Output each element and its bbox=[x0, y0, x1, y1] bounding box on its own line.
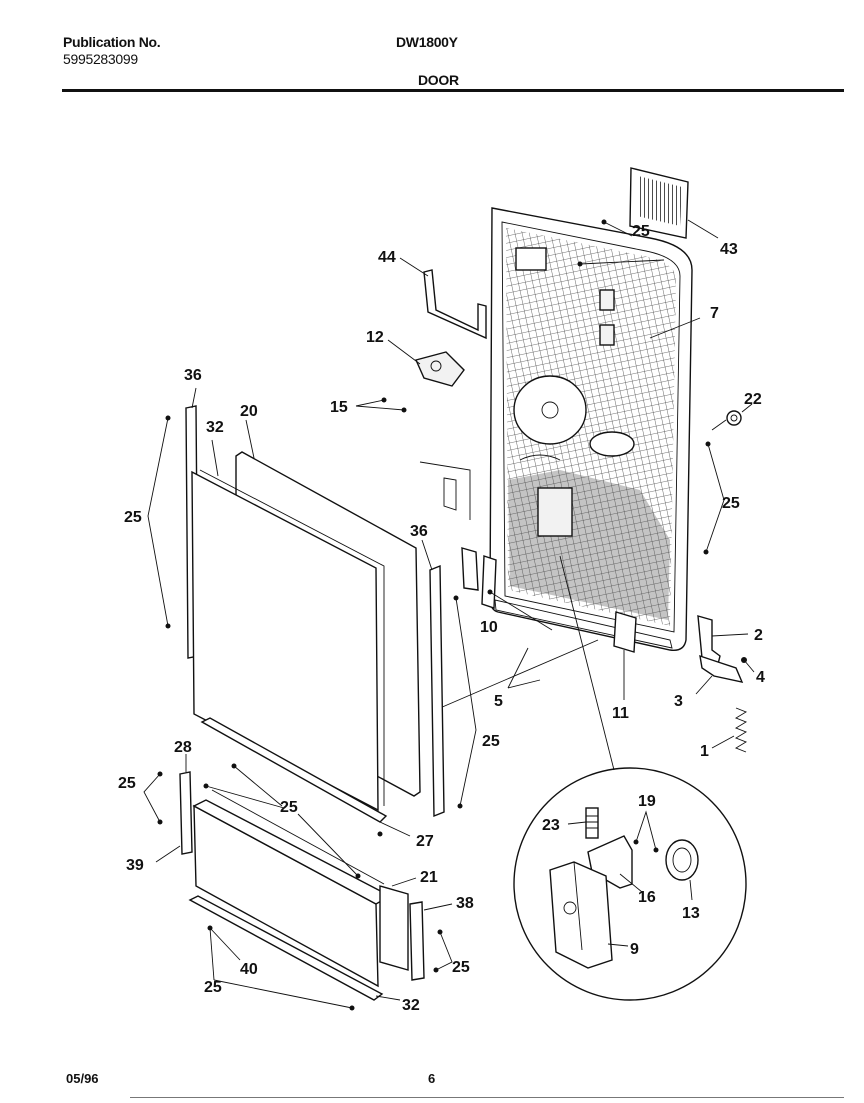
callout-25-mid: 25 bbox=[482, 733, 500, 750]
footer-date: 05/96 bbox=[66, 1071, 99, 1086]
callout-25-right: 25 bbox=[722, 495, 740, 512]
callout-19: 19 bbox=[638, 793, 656, 810]
callout-32-bottom: 32 bbox=[402, 997, 420, 1014]
part-25-left-screws bbox=[147, 415, 171, 629]
leader-12 bbox=[387, 339, 421, 365]
part-11-bracket bbox=[613, 611, 637, 700]
leader-20 bbox=[245, 419, 255, 459]
callout-25-br: 25 bbox=[452, 959, 470, 976]
part-13-ring bbox=[665, 839, 699, 901]
callout-12: 12 bbox=[366, 329, 384, 346]
part-2-hinge bbox=[697, 615, 749, 665]
callout-27: 27 bbox=[416, 833, 434, 850]
callout-13: 13 bbox=[682, 905, 700, 922]
part-23-pin bbox=[567, 807, 599, 839]
callout-36-mid: 36 bbox=[410, 523, 428, 540]
callout-40: 40 bbox=[240, 961, 258, 978]
part-36-mid-trim bbox=[429, 564, 445, 818]
callout-7: 7 bbox=[710, 305, 719, 322]
callout-44: 44 bbox=[378, 249, 396, 266]
part-4-screw bbox=[741, 657, 755, 673]
callout-25-center: 25 bbox=[280, 799, 298, 816]
part-25-right-screws bbox=[703, 441, 725, 555]
callout-9: 9 bbox=[630, 941, 639, 958]
callout-4: 4 bbox=[756, 669, 765, 686]
part-27-rail bbox=[200, 717, 411, 837]
callout-10: 10 bbox=[480, 619, 498, 636]
part-3-hinge-arm bbox=[695, 654, 744, 695]
callout-39: 39 bbox=[126, 857, 144, 874]
part-12-latch bbox=[415, 351, 465, 387]
inner-door-panel bbox=[489, 207, 693, 651]
publication-number: 5995283099 bbox=[63, 51, 138, 67]
publication-label: Publication No. bbox=[63, 34, 161, 50]
leader-32-top bbox=[211, 439, 219, 477]
part-21-panel-end bbox=[379, 885, 409, 971]
callout-25-left: 25 bbox=[124, 509, 142, 526]
callout-22: 22 bbox=[744, 391, 762, 408]
part-44-channel bbox=[423, 269, 487, 340]
part-1-spring bbox=[711, 707, 748, 753]
part-25-top-screws bbox=[577, 219, 665, 267]
callout-28: 28 bbox=[174, 739, 192, 756]
part-38-side-bracket bbox=[409, 901, 425, 981]
callout-23: 23 bbox=[542, 817, 560, 834]
leader-39 bbox=[155, 845, 181, 863]
leader-36-left bbox=[191, 387, 197, 409]
callout-5: 5 bbox=[494, 693, 503, 710]
part-10-bracket bbox=[481, 555, 553, 631]
callout-11: 11 bbox=[612, 705, 629, 722]
callout-43: 43 bbox=[720, 241, 738, 258]
callout-38: 38 bbox=[456, 895, 474, 912]
part-28-strip bbox=[179, 771, 193, 855]
leader-36-mid bbox=[421, 539, 433, 571]
detail-circle bbox=[513, 555, 747, 1001]
hinge-bracket-detail bbox=[419, 461, 479, 591]
part-15-screws bbox=[355, 397, 407, 413]
control-panel-front bbox=[192, 763, 392, 988]
leader-21 bbox=[391, 877, 417, 887]
callout-1: 1 bbox=[700, 743, 709, 760]
callout-3: 3 bbox=[674, 693, 683, 710]
part-25-br-screws bbox=[433, 929, 453, 973]
callout-32-top: 32 bbox=[206, 419, 224, 436]
callout-16: 16 bbox=[638, 889, 656, 906]
leader-22 bbox=[741, 403, 753, 413]
part-22-grommet bbox=[711, 410, 742, 431]
leader-43 bbox=[687, 219, 719, 239]
model-number: DW1800Y bbox=[396, 34, 458, 50]
callout-25-top: 25 bbox=[632, 223, 650, 240]
callout-25-bottom: 25 bbox=[204, 979, 222, 996]
footer-rule bbox=[130, 1097, 844, 1098]
outer-door-panel bbox=[191, 469, 385, 812]
footer-page-number: 6 bbox=[428, 1071, 436, 1086]
callout-36-left: 36 bbox=[184, 367, 202, 384]
leader-44 bbox=[399, 257, 429, 277]
part-25-lower-left-screws bbox=[143, 771, 163, 825]
part-9-latch-body bbox=[549, 861, 629, 969]
part-43-vent bbox=[629, 167, 689, 239]
part-5-kick-plate bbox=[439, 639, 599, 709]
part-40-bottom-trim bbox=[188, 895, 384, 1011]
callout-2: 2 bbox=[754, 627, 763, 644]
leader-16 bbox=[619, 873, 643, 893]
part-25-mid-screws bbox=[453, 595, 477, 809]
callout-21: 21 bbox=[420, 869, 438, 886]
leader-32-bottom bbox=[375, 995, 401, 1001]
leader-7 bbox=[649, 317, 701, 339]
header-rule bbox=[62, 89, 844, 92]
callout-15: 15 bbox=[330, 399, 348, 416]
callout-20: 20 bbox=[240, 403, 258, 420]
section-title: DOOR bbox=[418, 72, 459, 88]
callout-25-lower-left: 25 bbox=[118, 775, 136, 792]
leader-38 bbox=[423, 903, 453, 911]
part-19-screws bbox=[633, 810, 659, 853]
